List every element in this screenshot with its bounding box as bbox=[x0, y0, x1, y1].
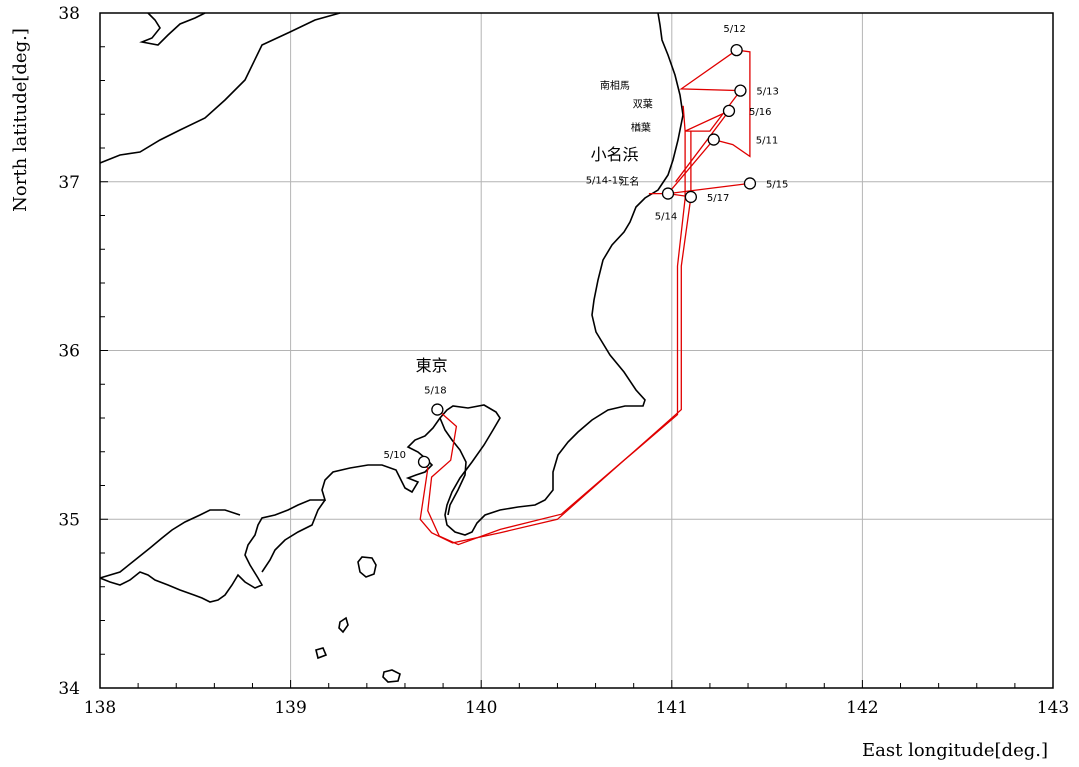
date-labels: 5/10 5/18 5/14 5/17 5/15 5/11 5/16 5/13 5/12 bbox=[384, 24, 789, 461]
place-label: 5/14-15 bbox=[586, 175, 625, 186]
y-tick-label: 37 bbox=[58, 173, 80, 193]
coastline-north-fragment bbox=[139, 12, 206, 46]
date-label: 5/16 bbox=[749, 107, 771, 118]
coastline-main bbox=[99, 12, 341, 164]
coastline bbox=[99, 12, 684, 683]
track-segment bbox=[667, 182, 750, 195]
x-tick-label: 140 bbox=[465, 698, 497, 718]
x-tick-label: 142 bbox=[846, 698, 878, 718]
peninsula-east bbox=[439, 417, 467, 516]
station-marker bbox=[743, 177, 757, 190]
y-tick-label: 36 bbox=[58, 342, 80, 362]
place-label: 南相馬 bbox=[600, 79, 630, 92]
track-segment bbox=[667, 49, 751, 195]
station-marker bbox=[722, 104, 736, 118]
date-label: 5/14 bbox=[655, 212, 677, 223]
x-tick-label: 141 bbox=[656, 698, 688, 718]
plot-frame bbox=[99, 12, 1054, 689]
island-toshima bbox=[338, 616, 349, 634]
y-tick-label: 38 bbox=[58, 4, 80, 24]
y-axis-title: North latitude[deg.] bbox=[10, 28, 31, 212]
date-label: 5/17 bbox=[707, 193, 729, 204]
x-axis-title: East longitude[deg.] bbox=[862, 740, 1048, 761]
place-label: 小名浜 bbox=[591, 145, 639, 164]
island-miyake bbox=[382, 669, 401, 683]
station-marker bbox=[417, 455, 431, 469]
place-label: 江名 bbox=[619, 175, 639, 188]
date-label: 5/11 bbox=[756, 136, 778, 147]
island-niijima bbox=[315, 647, 328, 660]
track-segment bbox=[427, 131, 692, 546]
place-label: 双葉 bbox=[633, 98, 653, 111]
station-marker bbox=[661, 187, 675, 200]
station-marker bbox=[684, 190, 698, 204]
x-tick-label: 143 bbox=[1037, 698, 1069, 718]
station-marker bbox=[707, 133, 720, 146]
date-label: 5/13 bbox=[756, 87, 778, 98]
axis-ticks: 138 139 140 141 142 143 34 35 36 37 38 bbox=[58, 4, 1069, 718]
date-label: 5/18 bbox=[424, 386, 446, 397]
place-label: 楢葉 bbox=[631, 121, 651, 134]
x-tick-label: 139 bbox=[274, 698, 306, 718]
station-marker bbox=[730, 43, 743, 57]
place-label: 東京 bbox=[416, 356, 448, 375]
island-oshima bbox=[357, 556, 377, 578]
station-marker bbox=[734, 84, 747, 97]
coastline-southwest bbox=[261, 499, 326, 573]
station-points bbox=[417, 43, 757, 469]
y-tick-label: 35 bbox=[58, 510, 80, 530]
date-label: 5/15 bbox=[766, 179, 788, 190]
coastline-west bbox=[99, 509, 241, 579]
x-tick-label: 138 bbox=[84, 698, 116, 718]
station-marker bbox=[431, 403, 444, 416]
y-tick-label: 34 bbox=[58, 679, 80, 699]
coastline-east bbox=[99, 12, 684, 603]
date-label: 5/10 bbox=[384, 450, 406, 461]
date-label: 5/12 bbox=[723, 24, 745, 35]
